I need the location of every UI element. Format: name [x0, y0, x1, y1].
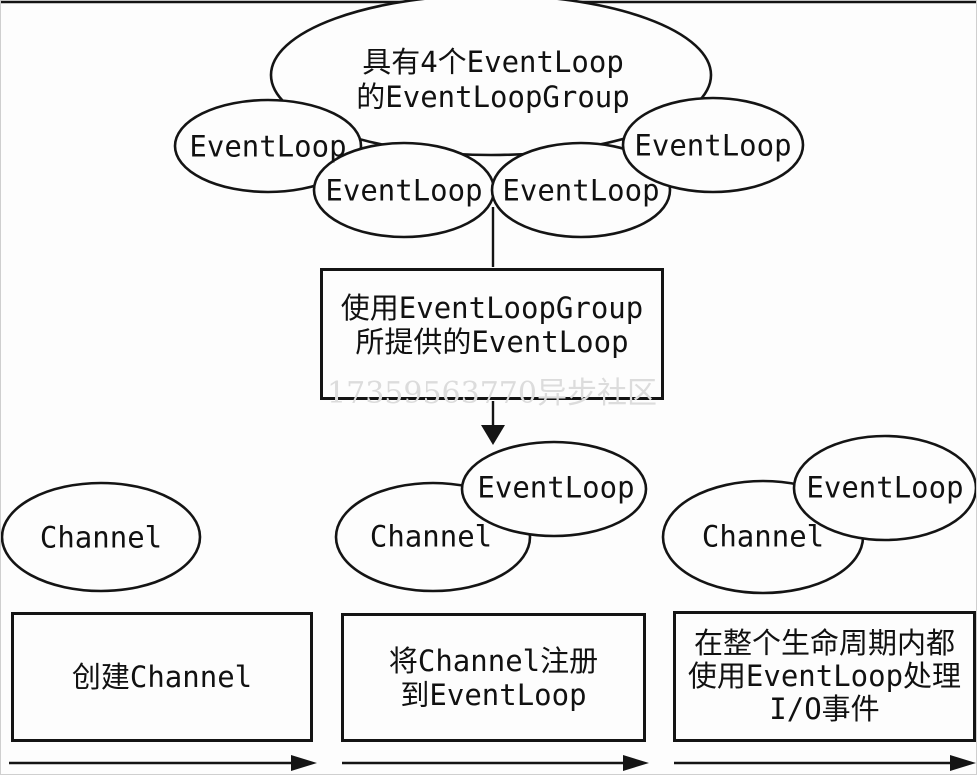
eventloop-ellipse-4 — [621, 96, 805, 194]
right-eventloop-label: EventLoop — [806, 470, 964, 505]
middle-eventloop-ellipse — [460, 440, 648, 538]
right-channel-label: Channel — [701, 519, 825, 554]
register-channel-caption-line2: 到EventLoop — [400, 677, 587, 712]
register-channel-caption-line1: 将Channel注册 — [388, 643, 599, 678]
timeline-arrow-2-head — [623, 755, 649, 771]
lifecycle-io-caption-line1: 在整个生命周期内都 — [693, 626, 955, 660]
eventloopgroup-label-line1: 具有4个EventLoop — [362, 45, 624, 79]
eventloop-label-2: EventLoop — [325, 173, 483, 208]
right-eventloop-ellipse — [792, 434, 976, 542]
middle-eventloop-label: EventLoop — [477, 470, 635, 505]
provide-box-line2: 所提供的EventLoop — [355, 325, 629, 359]
middle-channel-label: Channel — [369, 519, 493, 554]
eventloopgroup-ellipse — [269, 0, 713, 157]
eventloopgroup-label-line2: 的EventLoopGroup — [356, 80, 630, 114]
eventloop-ellipse-3 — [490, 141, 672, 239]
left-channel-ellipse — [1, 481, 202, 593]
eventloop-ellipse-1 — [173, 98, 363, 194]
eventloop-label-3: EventLoop — [502, 173, 660, 208]
left-channel-label: Channel — [39, 520, 163, 555]
lifecycle-io-caption-line3: I/O事件 — [769, 692, 880, 726]
provide-box-line1: 使用EventLoopGroup — [340, 291, 644, 325]
eventloop-label-1: EventLoop — [189, 129, 347, 164]
lifecycle-io-caption-line2: 使用EventLoop处理 — [687, 659, 962, 693]
eventloopgroup-label: 具有4个EventLoop 的EventLoopGroup — [356, 45, 629, 115]
box-to-eventloop-arrow-head — [481, 425, 505, 445]
create-channel-caption: 创建Channel — [71, 660, 253, 694]
register-channel-box: 将Channel注册 到EventLoop — [341, 613, 646, 742]
watermark-text: 17359563770异步社区 — [327, 376, 657, 411]
timeline-arrow-1-head — [291, 755, 317, 771]
create-channel-box: 创建Channel — [11, 612, 313, 742]
provide-eventloop-box: 使用EventLoopGroup 所提供的EventLoop — [320, 268, 664, 400]
lifecycle-io-box: 在整个生命周期内都 使用EventLoop处理 I/O事件 — [673, 611, 976, 742]
eventloop-label-4: EventLoop — [634, 128, 792, 163]
timeline-arrow-3-head — [950, 755, 976, 771]
